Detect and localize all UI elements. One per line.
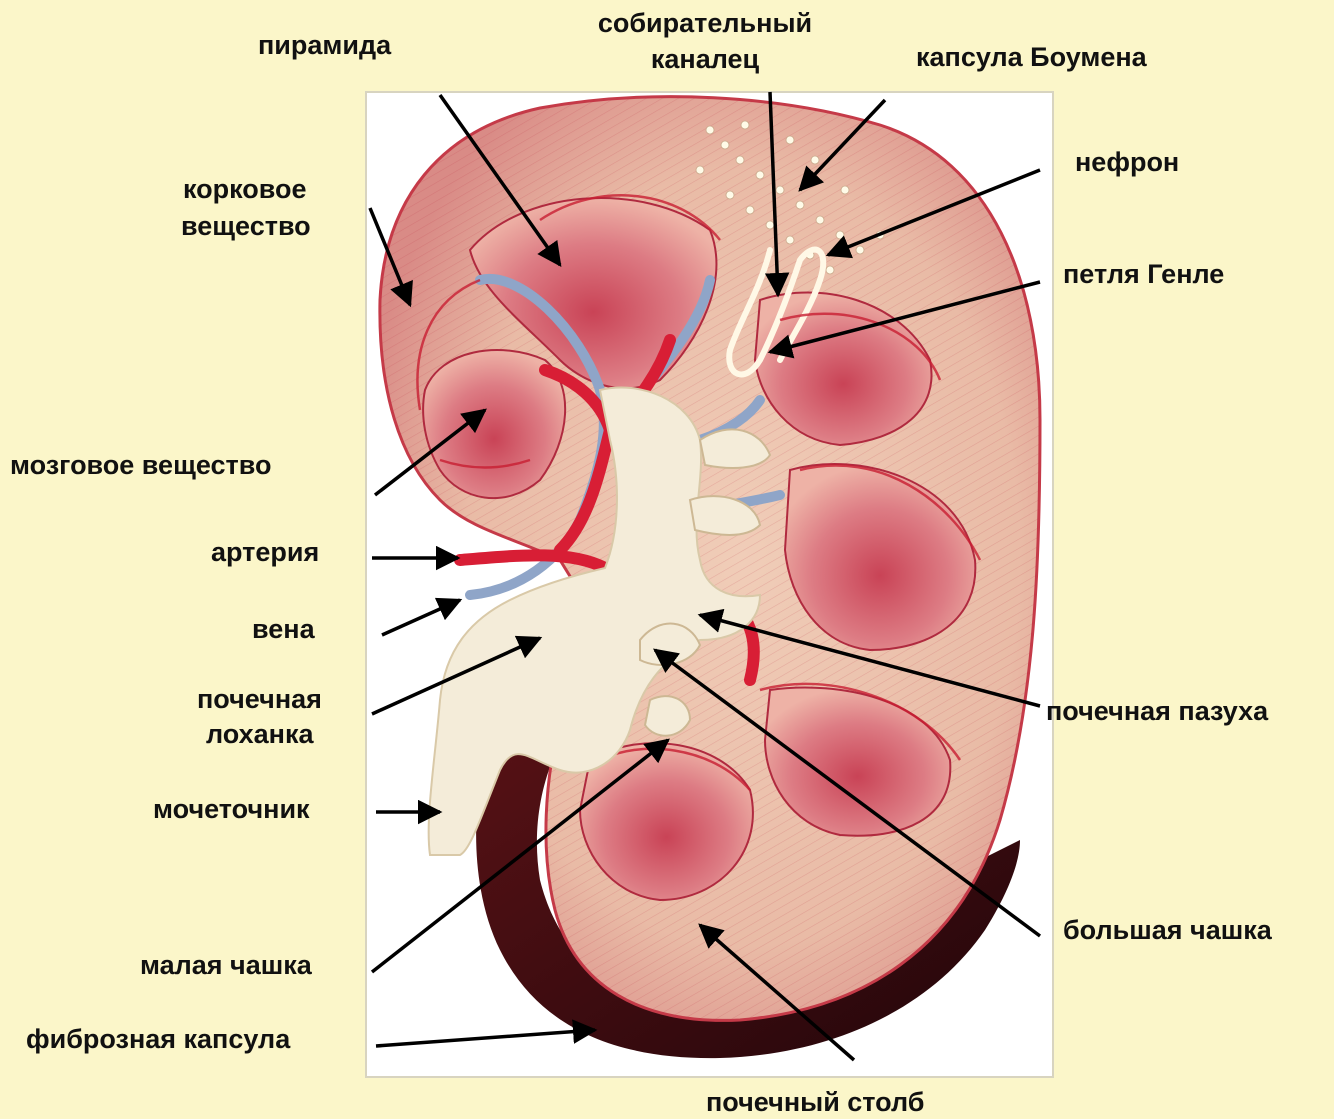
label-petlya-genle: петля Генле: [1063, 257, 1224, 291]
label-stolb: почечный столб: [706, 1085, 924, 1119]
label-sobiratelny-1: собирательный: [560, 6, 850, 40]
label-pazuha: почечная пазуха: [1046, 694, 1268, 728]
label-mochetochnik: мочеточник: [153, 792, 310, 826]
label-korkovoe-2: вещество: [181, 209, 311, 243]
label-vena: вена: [252, 612, 315, 646]
label-arteriya: артерия: [211, 535, 319, 569]
label-lohanka-2: лоханка: [206, 717, 314, 751]
label-fibroznaya: фиброзная капсула: [26, 1022, 290, 1056]
label-malaya-chashka: малая чашка: [140, 948, 312, 982]
minor-calyx: [645, 696, 690, 736]
label-piramida: пирамида: [258, 28, 391, 62]
label-sobiratelny-2: каналец: [560, 42, 850, 76]
label-bolshaya-chashka: большая чашка: [1063, 913, 1272, 947]
label-nefron: нефрон: [1075, 145, 1179, 179]
label-lohanka-1: почечная: [197, 682, 322, 716]
label-mozgovoe: мозговое вещество: [10, 448, 271, 482]
label-kapsula-boumena: капсула Боумена: [916, 40, 1147, 74]
label-korkovoe-1: корковое: [183, 172, 307, 206]
